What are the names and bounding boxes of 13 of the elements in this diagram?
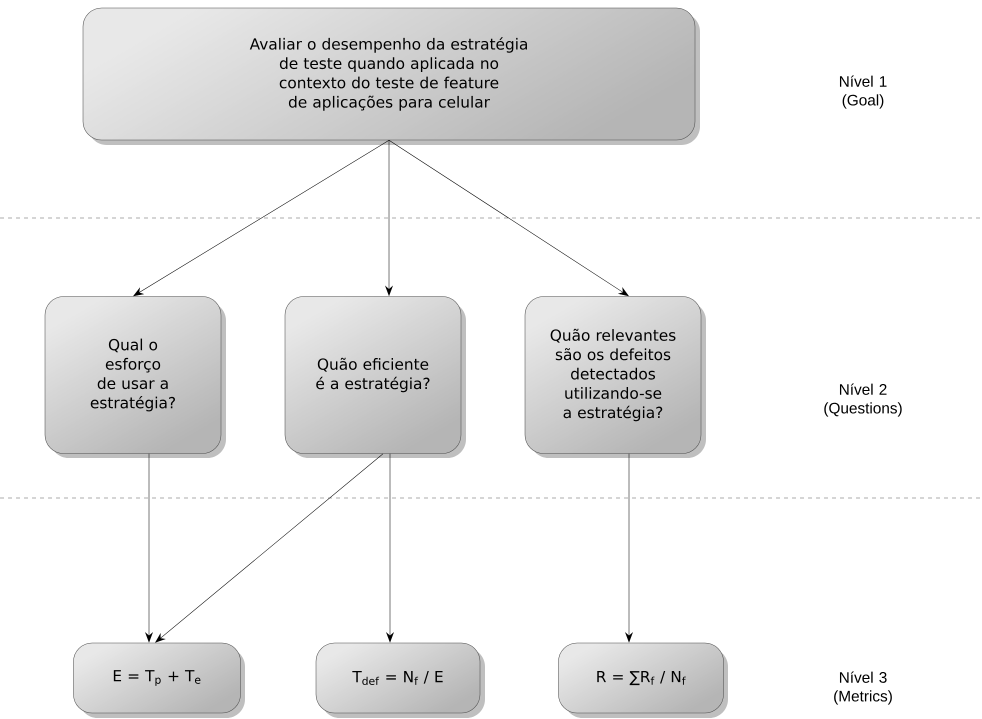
level-label: Nível 1 (Goal) bbox=[840, 75, 887, 109]
arrow bbox=[155, 454, 384, 643]
metric-box: T$_{def}$ = N$_{f}$ / E bbox=[316, 642, 485, 718]
question-box: Quão eficiente é a estratégia? bbox=[284, 296, 466, 458]
metric-box: R = ∑R$_{f}$ / N$_{f}$ bbox=[558, 642, 728, 718]
question-box: Qual o esforço de usar a estratégia? bbox=[44, 296, 226, 458]
metric-box: E = T$_{p}$ + T$_{e}$ bbox=[73, 642, 245, 718]
level-label: Nível 2 (Questions) bbox=[824, 383, 902, 417]
arrow bbox=[133, 140, 390, 296]
goal-box: Avaliar o desempenho da estratégia de teste quando aplicada no contexto do teste de feature de aplicações para celular bbox=[82, 8, 700, 145]
question-box: Quão relevantes são os defeitos detectados utilizando-se a estratégia? bbox=[524, 296, 706, 458]
level-label: Nível 3 (Metrics) bbox=[834, 671, 892, 705]
arrow bbox=[388, 140, 629, 296]
